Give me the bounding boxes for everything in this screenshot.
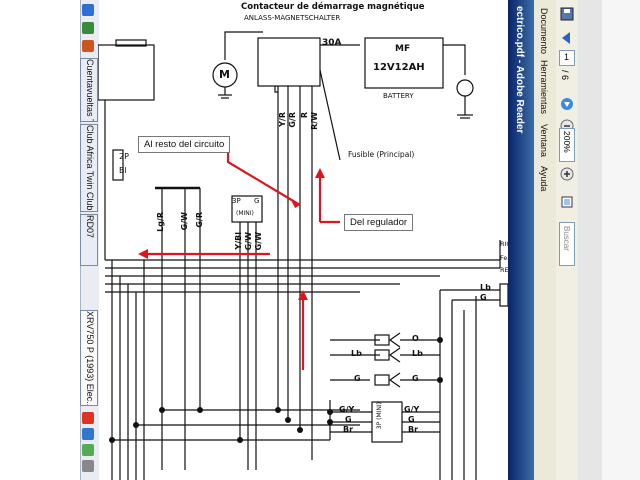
connector-3p: 3P [232, 197, 241, 205]
menu-herramientas[interactable]: Herramientas [539, 60, 549, 115]
wiring-diagram: Contacteur de démarrage magnétique ANLAS… [98, 0, 512, 480]
wire-label: Y/Bl [234, 232, 243, 250]
fuse-rating: 30A [322, 38, 342, 48]
wire-label: Br [408, 425, 419, 434]
wire-label: R [300, 112, 309, 119]
wire-label: G [412, 374, 419, 383]
zoom-select[interactable]: 200% [559, 128, 575, 162]
app-icon[interactable] [82, 22, 94, 34]
motor-label: M [219, 68, 230, 81]
fuse-main-label: Fusible (Principal) [348, 150, 415, 159]
tray-icon[interactable] [82, 428, 94, 440]
taskbar-button-label: Club Africa Twin Club Es... [85, 125, 95, 212]
taskbar-button-rd07[interactable]: RD07 [80, 214, 98, 266]
taskbar: Cuentavueltas Talino Tri... Club Africa … [0, 0, 99, 480]
right-label: RIG [500, 240, 512, 248]
taskbar-button-cuentavueltas[interactable]: Cuentavueltas Talino Tri... [80, 58, 98, 122]
connector-g: G [254, 197, 260, 205]
wire-label: O [412, 334, 419, 343]
wire-label: G/R [195, 212, 204, 228]
wire-label: G/R [288, 112, 297, 128]
zoom-value: 200% [562, 131, 572, 153]
document-area [602, 0, 640, 480]
wire-label: G/Y [404, 405, 420, 414]
tray-icon[interactable] [82, 444, 94, 456]
battery-symbol [364, 37, 444, 89]
wire-label: G/W [180, 212, 189, 231]
taskbar-button-club-africa[interactable]: Club Africa Twin Club Es... [80, 124, 98, 212]
wire-label: G [408, 415, 415, 424]
page-total: / 6 [560, 70, 570, 81]
wire-label: G/W [254, 232, 263, 251]
component-box [98, 44, 155, 101]
wire-label: G [480, 293, 487, 302]
right-label: Fea [500, 254, 512, 262]
menu-documento[interactable]: Documento [539, 8, 549, 55]
wire-label: Y/R [278, 112, 287, 127]
wire-label: R/W [310, 112, 319, 130]
wire-label: G/Y [339, 405, 355, 414]
taskbar-button-xrv750[interactable]: XRV750 P (1993) Elec... [80, 310, 98, 406]
wire-label: Br [343, 425, 354, 434]
adobe-reader-window: ectrico.pdf - Adobe Reader Documento Her… [508, 0, 640, 480]
search-input[interactable]: Buscar [559, 222, 575, 266]
window-icon[interactable] [82, 4, 94, 16]
window-titlebar[interactable]: ectrico.pdf - Adobe Reader [508, 0, 534, 480]
menu-bar: Documento Herramientas Ventana Ayuda [534, 0, 557, 480]
zoom-in-icon[interactable] [559, 166, 575, 182]
fuse-symbol [456, 79, 474, 97]
connector-bl: Bl [119, 166, 127, 175]
wire-label: Lg/R [156, 212, 165, 232]
connector-mini: 3P (MINI) [376, 402, 383, 430]
tray-icon[interactable] [82, 412, 94, 424]
save-icon[interactable] [559, 6, 575, 22]
page-number-value: 1 [564, 52, 570, 62]
starter-relay [257, 37, 321, 87]
taskbar-button-label: RD07 [85, 215, 95, 239]
right-label: RE [500, 266, 509, 274]
page-number-input[interactable]: 1 [559, 50, 575, 66]
wiring-diagram-svg [98, 31, 508, 480]
search-placeholder: Buscar [562, 226, 571, 251]
battery-model: 12V12AH [373, 62, 425, 73]
navigation-pane [578, 0, 603, 480]
battery-label: BATTERY [383, 92, 414, 100]
wire-label: Lb [351, 349, 362, 358]
fit-page-icon[interactable] [559, 194, 575, 210]
tray-icon[interactable] [82, 460, 94, 472]
wire-label: Lb [480, 283, 491, 292]
header-fr: Contacteur de démarrage magnétique [241, 2, 425, 12]
wire-label: G [345, 415, 352, 424]
desktop-area [0, 0, 78, 480]
wire-label: G [354, 374, 361, 383]
component-box [115, 39, 147, 47]
taskbar-button-label: XRV750 P (1993) Elec... [85, 311, 95, 406]
window-title: ectrico.pdf - Adobe Reader [514, 6, 525, 134]
app-icon[interactable] [82, 40, 94, 52]
taskbar-button-label: Cuentavueltas Talino Tri... [85, 59, 95, 122]
next-page-icon[interactable] [559, 96, 575, 112]
battery-mf: MF [395, 44, 411, 54]
menu-ventana[interactable]: Ventana [539, 124, 549, 158]
toolbar: 1 / 6 200% Buscar [556, 0, 579, 480]
callout-rest-of-circuit: Al resto del circuito [138, 136, 231, 153]
connector-2p: 2P [119, 152, 129, 161]
callout-from-regulator: Del regulador [344, 214, 414, 231]
back-arrow-icon[interactable] [559, 30, 575, 46]
connector-mini: (MINI) [236, 210, 254, 217]
menu-ayuda[interactable]: Ayuda [539, 166, 549, 192]
header-de: ANLASS-MAGNETSCHALTER [244, 14, 341, 22]
wire-label: Lb [412, 349, 423, 358]
wire-label: G/W [244, 232, 253, 251]
